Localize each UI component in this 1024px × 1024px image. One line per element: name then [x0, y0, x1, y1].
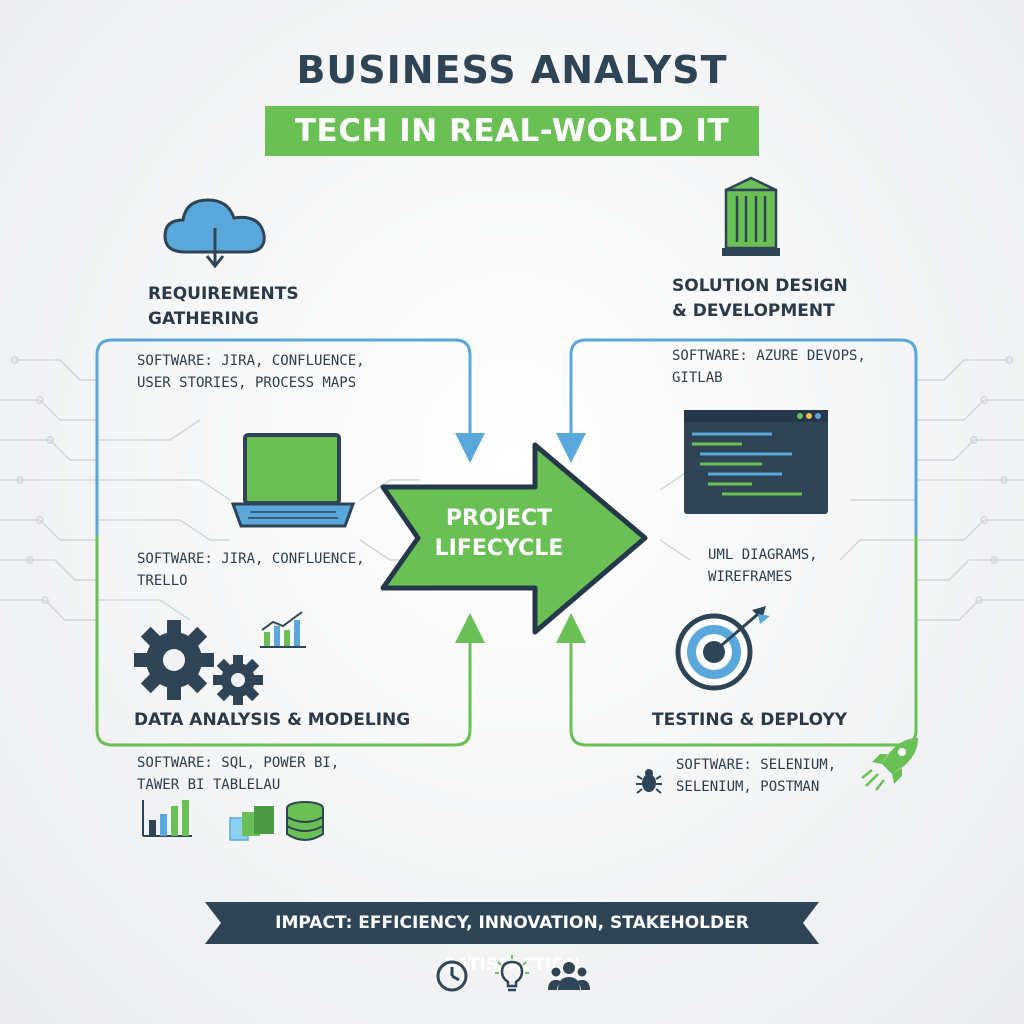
gears-icon: [134, 620, 263, 705]
clock-icon: [436, 960, 468, 992]
flow-line-left-blue: [95, 338, 485, 535]
cloud-download-icon: [163, 198, 266, 269]
middle-right-text-line2: WIREFRAMES: [708, 569, 793, 585]
page-title: BUSINESS ANALYST: [296, 48, 728, 92]
team-icon: [548, 962, 590, 990]
dashboard-stack-icon: [229, 806, 274, 841]
data-analysis-software-line1: SOFTWARE: SQL, POWER BI,: [137, 755, 340, 771]
bar-chart-icon: [142, 800, 192, 837]
lightbulb-icon: [495, 955, 529, 992]
testing-software-line2: SELENIUM, POSTMAN: [676, 779, 820, 795]
growth-chart-icon: [260, 611, 306, 648]
flow-line-right-blue: [556, 338, 918, 535]
middle-left-software-line1: SOFTWARE: JIRA, CONFLUENCE,: [137, 551, 365, 567]
solution-design-software-line2: GITLAB: [672, 370, 723, 386]
code-window-icon: [684, 410, 828, 514]
solution-design-label-line2: & DEVELOPMENT: [672, 301, 835, 321]
server-icon: [722, 176, 780, 256]
requirements-software-line2: USER STORIES, PROCESS MAPS: [137, 375, 357, 391]
circuit-lines-left: [0, 356, 420, 621]
impact-banner: [205, 902, 819, 944]
data-analysis-software-line2: TAWER BI TABLELAU: [137, 777, 281, 793]
center-label-line2: LIFECYCLE: [434, 536, 564, 561]
rocket-icon: [861, 738, 918, 791]
project-lifecycle-arrow: [380, 442, 648, 635]
data-analysis-label: DATA ANALYSIS & MODELING: [134, 710, 411, 730]
requirements-software-line1: SOFTWARE: JIRA, CONFLUENCE,: [137, 353, 365, 369]
flow-line-right-green: [556, 535, 918, 747]
requirements-label-line1: REQUIREMENTS: [148, 284, 299, 304]
flow-line-left-green: [95, 535, 485, 747]
database-icon: [286, 801, 324, 841]
solution-design-label-line1: SOLUTION DESIGN: [672, 276, 848, 296]
target-icon: [675, 606, 770, 691]
middle-right-text-line1: UML DIAGRAMS,: [708, 547, 818, 563]
middle-left-software-line2: TRELLO: [137, 573, 188, 589]
impact-banner-text: IMPACT: EFFICIENCY, INNOVATION, STAKEHOL…: [275, 913, 749, 975]
bug-icon: [636, 769, 662, 794]
center-label: PROJECT LIFECYCLE: [410, 504, 588, 564]
center-label-line1: PROJECT: [445, 506, 553, 531]
testing-software-line1: SOFTWARE: SELENIUM,: [676, 757, 837, 773]
solution-design-software-line1: SOFTWARE: AZURE DEVOPS,: [672, 348, 866, 364]
laptop-icon: [230, 433, 356, 528]
page-subtitle-banner: TECH IN REAL-WORLD IT: [265, 106, 759, 156]
requirements-label-line2: GATHERING: [148, 309, 259, 329]
testing-label: TESTING & DEPLOYY: [652, 710, 848, 730]
